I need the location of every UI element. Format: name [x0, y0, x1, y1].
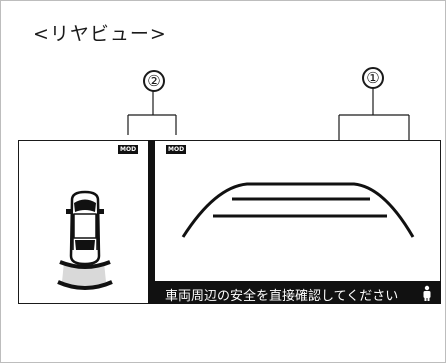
car-top-view-icon	[66, 190, 104, 266]
guide-curve-sides	[181, 182, 415, 238]
section-title: <リヤビュー>	[33, 23, 167, 45]
screen-divider	[148, 140, 155, 304]
rear-guide-line-inner	[59, 260, 111, 269]
callout-number-1: ①	[362, 67, 384, 89]
rear-guide-line-outer	[57, 280, 113, 290]
mode-badge-rear-view: MOD	[166, 145, 187, 154]
person-icon	[423, 285, 431, 301]
callout-number-2: ②	[143, 70, 165, 92]
mode-badge-top-view: MOD	[118, 145, 139, 154]
safety-message-text: 車両周辺の安全を直接確認してください	[165, 289, 399, 304]
safety-message-bar: 車両周辺の安全を直接確認してください	[155, 281, 441, 304]
